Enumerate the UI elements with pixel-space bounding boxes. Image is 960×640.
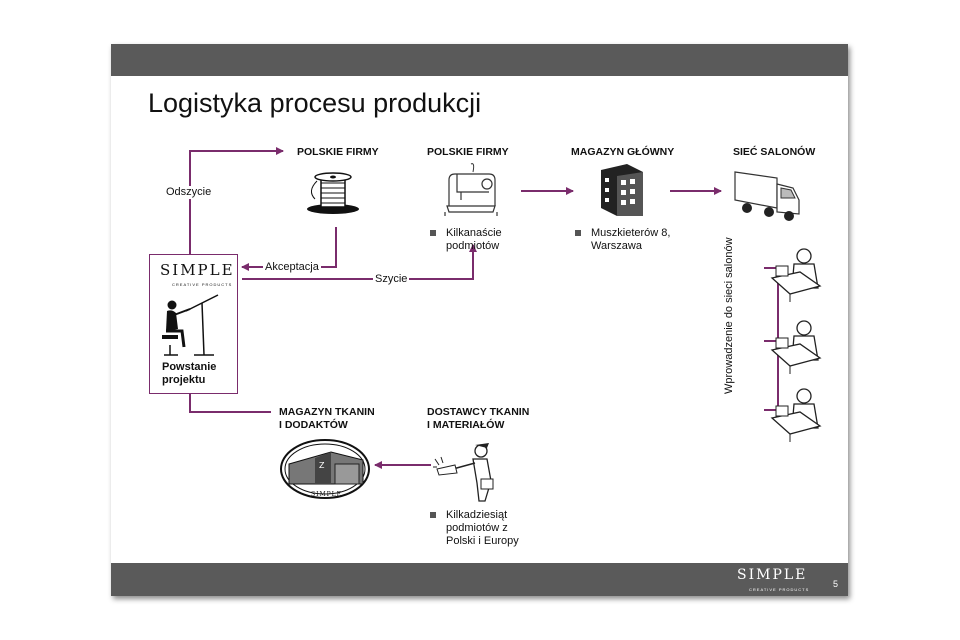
label-odszycie: Odszycie — [164, 186, 214, 199]
simple-logo-sub: CREATIVE PRODUCTS — [172, 282, 233, 287]
header-dostawcy: DOSTAWCY TKANIN I MATERIAŁÓW — [427, 406, 530, 431]
header-magazyn-glowny: MAGAZYN GŁÓWNY — [571, 146, 675, 158]
arrow-odszycie — [189, 147, 284, 254]
page-number: 5 — [833, 579, 839, 589]
bullet-kilkadziesiat: Kilkadziesiąt podmiotów z Polski i Europ… — [430, 509, 519, 548]
label-szycie: Szycie — [373, 273, 410, 286]
line-to-magazyn-tkanin — [189, 392, 271, 413]
header-polskie-firmy-2: POLSKIE FIRMY — [427, 146, 509, 158]
thread-spool-icon — [307, 172, 359, 214]
top-bar — [111, 44, 848, 76]
supplier-person-icon — [433, 443, 494, 502]
bottom-bar: SIMPLE CREATIVE PRODUCTS 5 — [111, 563, 848, 596]
designer-at-drafting-table-icon — [162, 294, 219, 356]
footer-simple-logo: SIMPLE — [737, 567, 808, 583]
arrow-szycie — [242, 244, 477, 280]
delivery-truck-icon — [734, 171, 800, 221]
warehouse-building-icon — [601, 164, 643, 216]
header-siec-salonow: SIEĆ SALONÓW — [733, 146, 816, 158]
footer-simple-logo-sub: CREATIVE PRODUCTS — [749, 587, 810, 592]
header-polskie-firmy-1: POLSKIE FIRMY — [297, 146, 379, 158]
bullet-kilkanascie: Kilkanaście podmiotów — [430, 227, 502, 253]
sewing-machine-icon — [444, 163, 498, 216]
label-akceptacja: Akceptacja — [263, 261, 321, 274]
header-magazyn-tkanin: MAGAZYN TKANIN I DODAKTÓW — [279, 406, 375, 431]
warehouse-simple-logo: SIMPLE — [311, 491, 343, 498]
flow-connectors — [189, 147, 779, 469]
store-clerk-icon — [770, 388, 822, 442]
slide: Logistyka procesu produkcji — [111, 44, 848, 596]
label-wprowadzenie: Wprowadzenie do sieci salonów — [723, 237, 735, 394]
store-clerk-icon — [770, 248, 822, 302]
node-powstanie-projektu: SIMPLE CREATIVE PRODUCTS Powstanie proje… — [149, 254, 238, 394]
svg-text:Z: Z — [319, 461, 325, 470]
store-clerk-icon — [770, 320, 822, 374]
simple-logo: SIMPLE — [160, 261, 235, 279]
bullet-muszkieterow: Muszkieterów 8, Warszawa — [575, 227, 670, 253]
fabric-warehouse-icon: Z — [280, 439, 370, 499]
slide-title: Logistyka procesu produkcji — [148, 88, 482, 118]
